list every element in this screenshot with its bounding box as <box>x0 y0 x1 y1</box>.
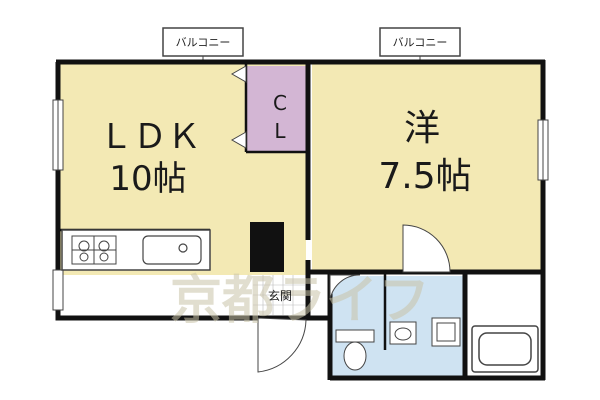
western-room-size: 7.5帖 <box>378 156 471 197</box>
washbasin-icon <box>389 321 417 345</box>
sink-icon <box>142 235 202 265</box>
refrigerator-space <box>250 222 284 272</box>
toilet-icon <box>335 329 375 371</box>
balcony-right-label: バルコニー <box>393 36 448 49</box>
entrance-door <box>257 317 307 373</box>
ldk-name: ＬＤＫ <box>99 117 201 157</box>
window-right <box>537 119 549 181</box>
closet-label-l: L <box>274 119 286 143</box>
washer-icon <box>431 317 461 347</box>
bathroom <box>329 274 461 371</box>
stove-icon <box>71 235 117 265</box>
entrance-label: 玄関 <box>268 288 292 303</box>
window-left-lower <box>52 269 64 311</box>
bath-door <box>329 274 361 301</box>
balcony-right: バルコニー <box>379 27 461 62</box>
closet-label-c: C <box>273 91 287 115</box>
closet-floor <box>246 66 306 152</box>
kitchen-counter <box>61 229 211 271</box>
balcony-left-label: バルコニー <box>176 36 231 49</box>
window-left <box>52 99 64 171</box>
bathtub-icon <box>471 325 539 373</box>
entrance-tiles <box>253 275 305 315</box>
western-room-name: 洋 <box>404 108 440 149</box>
ldk-size: 10帖 <box>109 159 186 199</box>
watermark: 京都ライフ <box>170 271 430 331</box>
western-room-door <box>402 224 451 273</box>
balcony-left: バルコニー <box>162 27 244 62</box>
closet-door-marks <box>230 65 247 149</box>
